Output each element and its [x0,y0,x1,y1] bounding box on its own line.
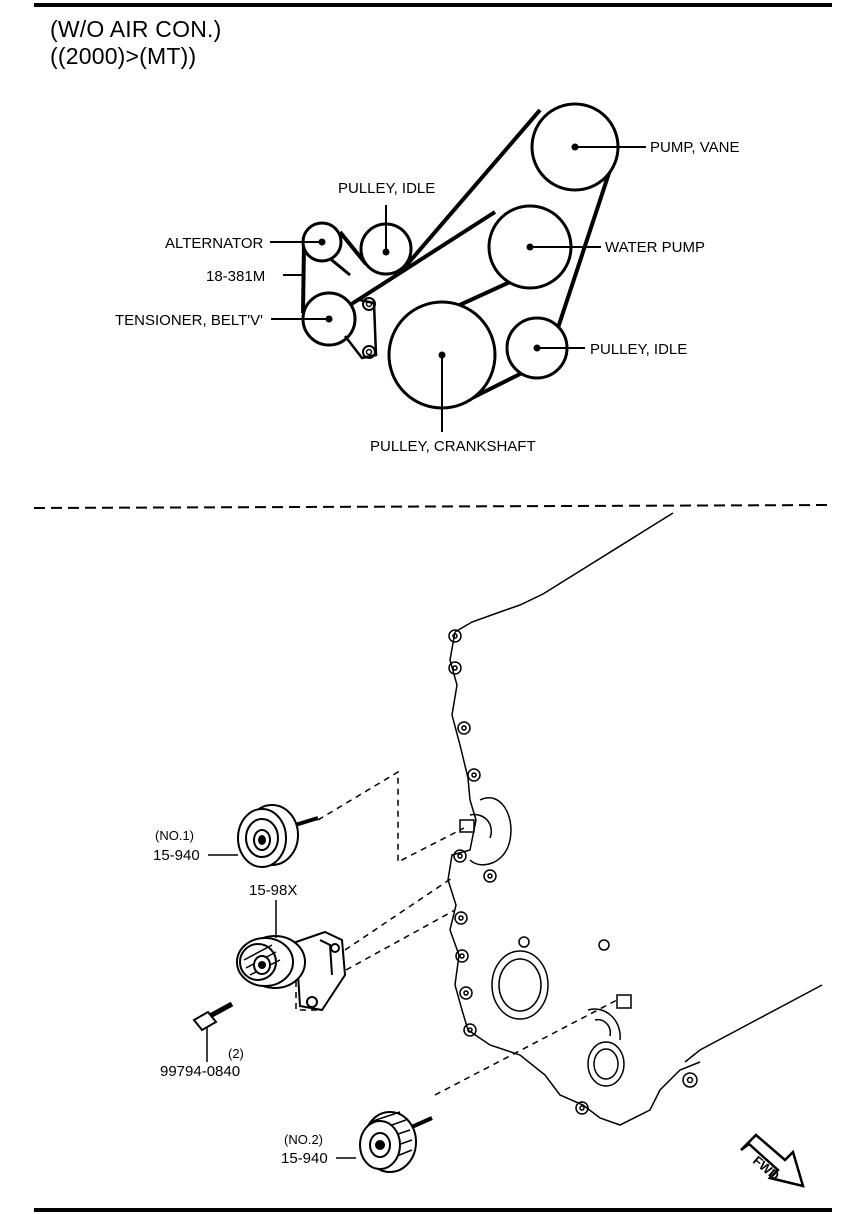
fwd-arrow-icon: FWD [740,1133,805,1188]
engine-front-cover [447,512,823,1126]
diagram-title-line1: (W/O AIR CON.) [50,16,222,42]
belt-segment [301,243,306,314]
label-pump-vane: PUMP, VANE [650,139,739,156]
diagram-title-line2: ((2000)>(MT)) [50,43,197,69]
label-water-pump: WATER PUMP [605,239,705,256]
belt-segment [551,169,612,344]
exploded-leader-lines [206,854,356,1159]
label-no1-part: 15-940 [153,847,200,864]
section-divider [33,504,833,509]
label-tensioner-part: 15-98X [249,882,297,899]
label-belt-part-number: 18-381M [206,268,265,285]
label-no2-part: 15-940 [281,1150,328,1167]
label-crankshaft: PULLEY, CRANKSHAFT [370,438,536,455]
idler-pulley-no1 [237,804,319,868]
label-no2-tag: (NO.2) [284,1132,323,1147]
label-bolt-part: 99794-0840 [160,1063,240,1080]
belt-segment [348,210,497,307]
belt-segment [403,108,542,269]
label-pulley-idle-right: PULLEY, IDLE [590,341,687,358]
label-alternator: ALTERNATOR [165,235,264,252]
bracket-bolt [362,297,376,311]
assembly-guide-lines [295,770,618,1096]
label-bolt-qty: (2) [228,1046,244,1061]
leader-lines [270,146,646,432]
mounting-bolt [192,1001,234,1032]
belt-tensioner-assembly [236,930,347,1012]
idler-pulley-no2 [359,1111,433,1173]
bracket-bolt [362,345,376,359]
label-tensioner: TENSIONER, BELT'V' [115,312,263,329]
bracket-bolt [365,300,373,308]
label-pulley-idle-top: PULLEY, IDLE [338,180,435,197]
belt-routing [301,102,620,410]
bracket-bolt [365,348,373,356]
label-no1-tag: (NO.1) [155,828,194,843]
